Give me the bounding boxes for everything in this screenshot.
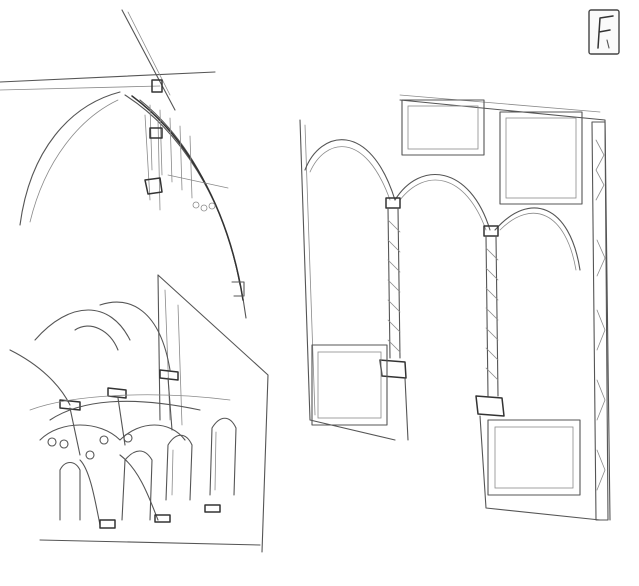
artist-signature-icon	[588, 9, 620, 55]
gothic-arcade-sketch	[9, 274, 269, 553]
twisted-column-arcade-sketch	[299, 94, 611, 521]
vault-rib-sketch	[0, 9, 247, 319]
